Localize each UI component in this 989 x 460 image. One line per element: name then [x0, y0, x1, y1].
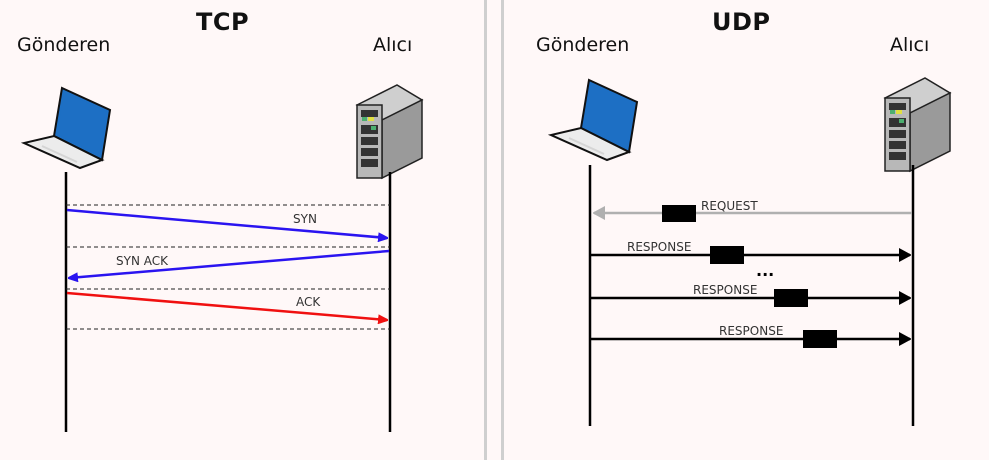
udp-response-label: RESPONSE [627, 240, 691, 254]
panel-divider-right [501, 0, 504, 460]
tcp-ack-label: ACK [296, 295, 321, 309]
tcp-receiver-label: Alıcı [373, 34, 413, 56]
udp-response-packet [710, 246, 744, 264]
udp-response-label: RESPONSE [719, 324, 783, 338]
udp-request-packet [662, 205, 696, 222]
tcp-syn-ack-arrow [69, 249, 390, 278]
tcp-sequence-diagram: SYN SYN ACK ACK [20, 84, 424, 432]
udp-sequence-diagram: REQUEST RESPONSE ... RESPONSE RESPONSE [547, 77, 952, 426]
laptop-icon [547, 78, 639, 162]
tcp-sender-label: Gönderen [17, 34, 111, 56]
panel-divider-left [484, 0, 487, 460]
udp-title: UDP [712, 8, 771, 36]
tcp-syn-arrow [66, 208, 387, 238]
udp-response-packet [803, 330, 837, 348]
tcp-panel: TCP Gönderen Alıcı [0, 0, 484, 460]
udp-request-label: REQUEST [701, 199, 758, 213]
tcp-title: TCP [196, 8, 250, 36]
laptop-icon [20, 86, 112, 170]
tcp-ack-arrow [66, 291, 387, 320]
server-icon [355, 84, 424, 180]
udp-sender-label: Gönderen [536, 34, 630, 56]
udp-response-label: RESPONSE [693, 283, 757, 297]
udp-panel: UDP Gönderen Alıcı [503, 0, 989, 460]
udp-receiver-label: Alıcı [890, 34, 930, 56]
udp-response-packet [774, 289, 808, 307]
tcp-syn-label: SYN [293, 212, 317, 226]
tcp-syn-ack-label: SYN ACK [116, 254, 169, 268]
server-icon [883, 77, 952, 173]
udp-ellipsis: ... [756, 261, 774, 280]
